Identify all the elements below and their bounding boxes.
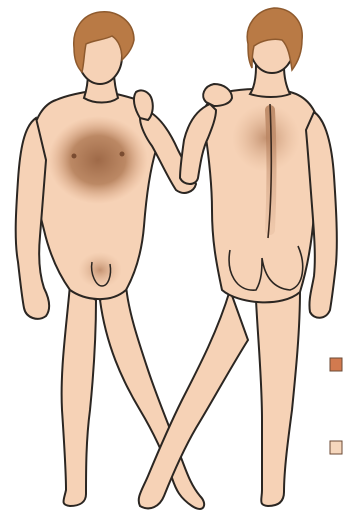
- front-right-nipple: [120, 152, 125, 157]
- back-view-figure: [139, 8, 337, 508]
- legend-swatch-secondary: [330, 441, 342, 454]
- legend-swatch-primary: [330, 358, 342, 371]
- front-groin-pain-zone: [78, 252, 122, 288]
- back-left-hand: [203, 84, 232, 106]
- front-left-leg: [62, 285, 96, 506]
- back-right-leg: [256, 290, 300, 506]
- front-left-nipple: [72, 154, 77, 159]
- front-chest-pain-zone: [48, 116, 148, 204]
